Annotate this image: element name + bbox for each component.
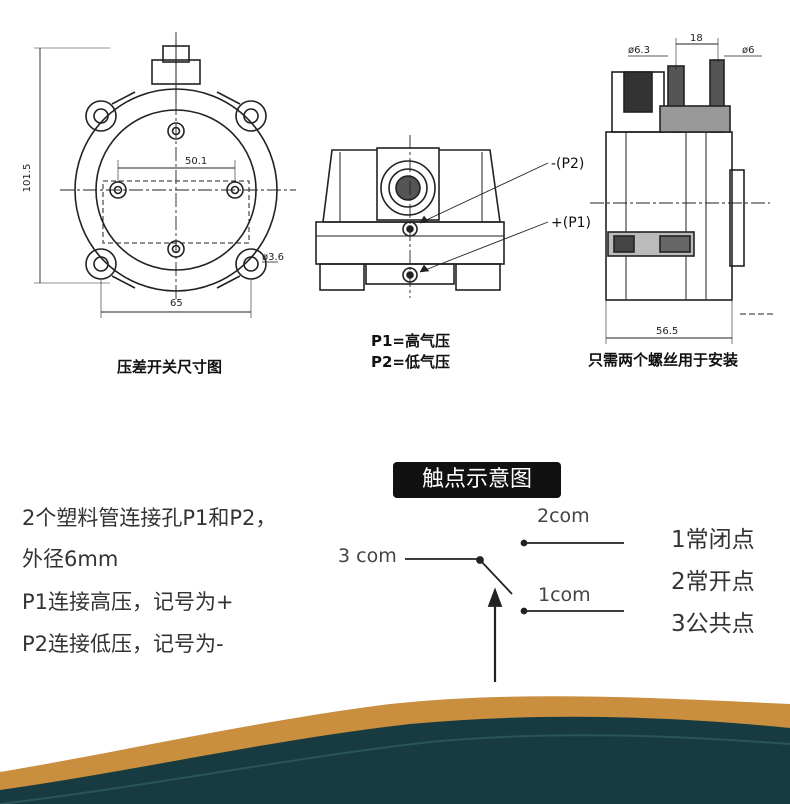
side-spacing-dim: 18 bbox=[690, 33, 703, 44]
contact-diagram bbox=[405, 539, 624, 682]
com1-label: 1com bbox=[538, 584, 591, 606]
contact-diagram-title: 触点示意图 bbox=[393, 462, 561, 498]
side-tube-dia-right: ø6 bbox=[742, 45, 754, 56]
middle-caption-line2: P2=低气压 bbox=[371, 353, 450, 371]
com2-label: 2com bbox=[537, 505, 590, 527]
side-view-drawing bbox=[590, 38, 775, 344]
side-tube-dia-left: ø6.3 bbox=[628, 45, 650, 56]
front-hole-dia-dim: ø3.6 bbox=[262, 252, 284, 263]
description-line-2: 外径6mm bbox=[22, 547, 119, 571]
description-line-4: P2连接低压，记号为- bbox=[22, 632, 224, 656]
bottom-wave-decoration bbox=[0, 696, 790, 804]
legend-normally-closed: 1常闭点 bbox=[671, 527, 755, 553]
com3-label: 3 com bbox=[338, 545, 397, 567]
p2-port-label: -(P2) bbox=[551, 156, 584, 172]
middle-caption-line1: P1=高气压 bbox=[371, 332, 450, 350]
description-line-1: 2个塑料管连接孔P1和P2， bbox=[22, 506, 277, 530]
front-height-dim: 101.5 bbox=[22, 164, 33, 193]
p1-port-label: +(P1) bbox=[551, 215, 591, 231]
side-depth-dim: 56.5 bbox=[656, 326, 678, 337]
legend-common: 3公共点 bbox=[671, 611, 755, 637]
legend-normally-open: 2常开点 bbox=[671, 569, 755, 595]
front-view-drawing bbox=[34, 32, 296, 318]
side-drawing-caption: 只需两个螺丝用于安装 bbox=[588, 351, 739, 369]
description-line-3: P1连接高压，记号为+ bbox=[22, 590, 234, 614]
middle-view-drawing bbox=[315, 135, 549, 298]
front-drawing-caption: 压差开关尺寸图 bbox=[117, 358, 223, 376]
front-hole-spacing-dim: 50.1 bbox=[185, 156, 207, 167]
front-width-dim: 65 bbox=[170, 298, 183, 309]
